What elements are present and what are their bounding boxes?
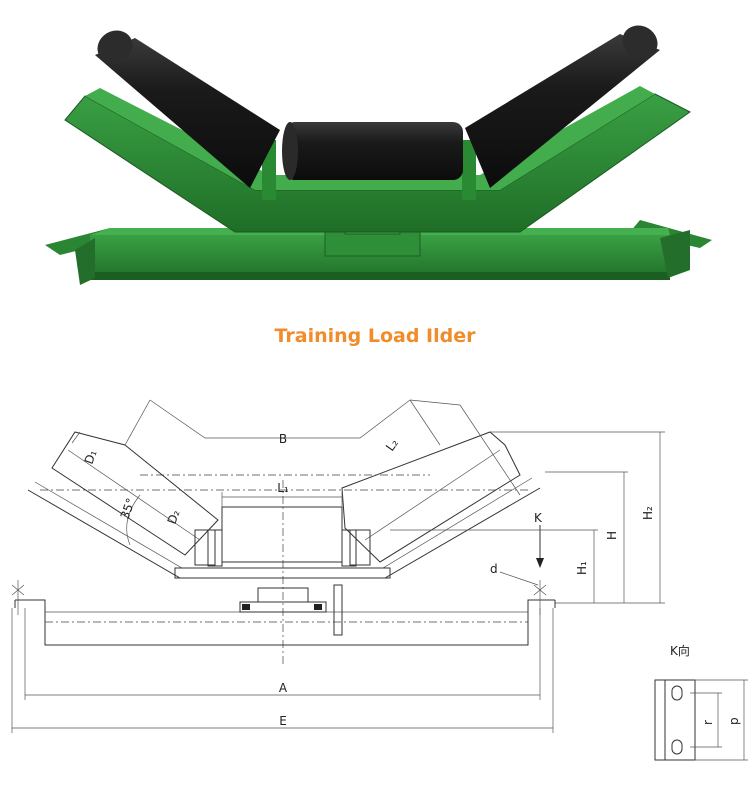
label-d1: D₁ <box>82 448 100 466</box>
right-wing-roller <box>465 25 660 188</box>
label-a: A <box>279 681 288 695</box>
drawing-base-beam <box>14 599 556 646</box>
label-e: E <box>279 714 287 728</box>
drawing-trough-frame <box>27 474 541 579</box>
label-h1: H₁ <box>575 561 589 575</box>
drawing-pivot <box>239 584 343 636</box>
label-k: K <box>534 511 543 525</box>
label-h: H <box>605 531 619 540</box>
idler-photo <box>45 25 712 285</box>
bolt-marks <box>11 580 547 615</box>
label-r: r <box>701 720 715 725</box>
drawing-right-roller <box>341 431 521 566</box>
label-h2: H₂ <box>641 506 655 520</box>
left-wing-roller <box>95 30 280 188</box>
technical-drawing: B L₁ L₂ D₁ D₂ 35° K d H₂ H H₁ A E K向 <box>11 399 748 761</box>
label-l1: L₁ <box>277 481 289 495</box>
label-l2: L₂ <box>383 436 401 454</box>
figure-caption: Training Load Ilder <box>274 325 476 347</box>
drawing-left-roller <box>51 431 219 566</box>
label-p: p <box>727 717 741 725</box>
k-view-detail: K向 r p <box>654 643 748 761</box>
label-d: d <box>490 562 498 576</box>
drawing-center-roller <box>207 506 357 567</box>
label-angle: 35° <box>118 496 138 521</box>
label-d2: D₂ <box>165 508 183 526</box>
center-roller <box>282 122 463 180</box>
label-k-view: K向 <box>670 643 690 658</box>
label-b: B <box>279 432 287 446</box>
